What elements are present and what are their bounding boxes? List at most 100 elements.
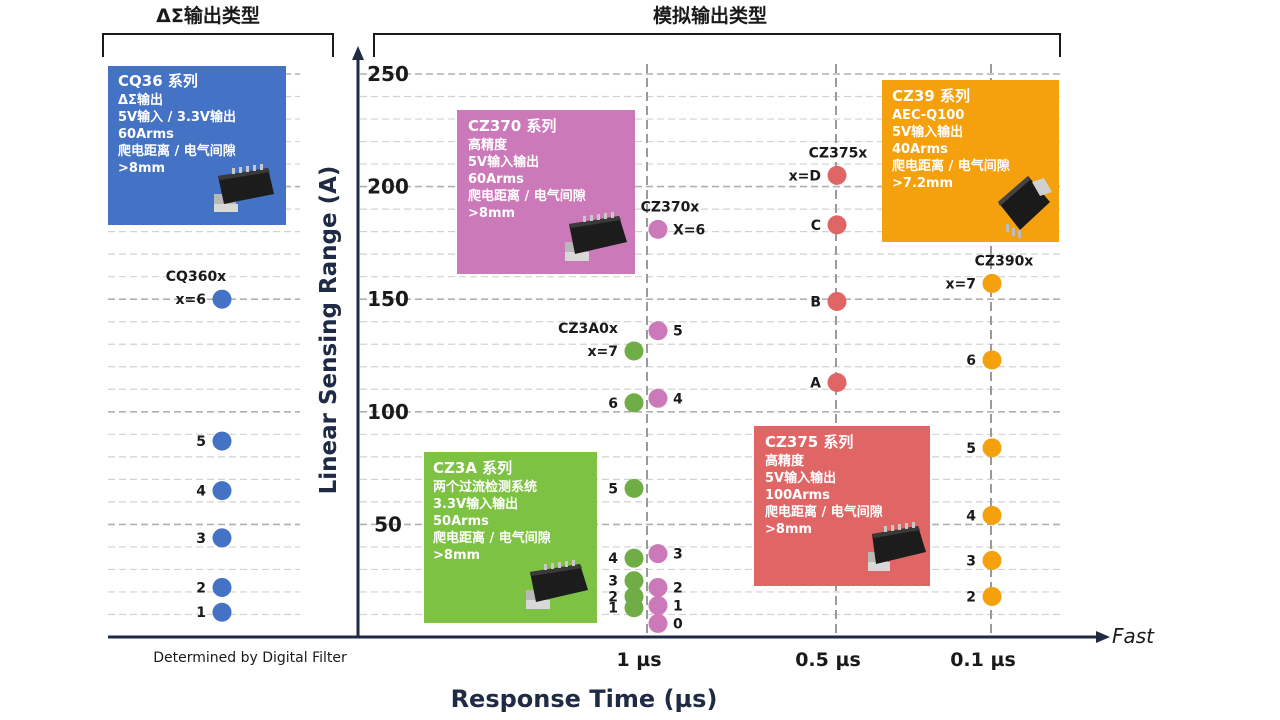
data-point [827,373,847,393]
x-axis-title: Response Time (µs) [451,685,718,713]
delta-sigma-section-label: ΔΣ输出类型 [156,4,260,27]
data-point [827,165,847,185]
chip-icon [526,560,588,609]
y-tick-label: 200 [367,175,409,199]
cz375-series-card: CZ375 系列 高精度 5V输入输出 100Arms 爬电距离 / 电气间隙 … [754,426,930,586]
data-point [212,528,232,548]
data-point [982,586,1002,606]
cz39-line-1: AEC-Q100 [892,108,965,123]
chip-icon [565,212,627,261]
cz375-line-4: 爬电距离 / 电气间隙 [765,505,883,520]
data-point [982,438,1002,458]
data-point [624,393,644,413]
data-point [648,321,668,341]
cq36-line-4: 爬电距离 / 电气间隙 [118,144,236,159]
cz375-title: CZ375 系列 [765,433,854,451]
data-point [624,571,644,591]
point-label: A [810,376,821,392]
point-label: 4 [966,508,976,524]
series-family-label: CZ375x [809,145,868,161]
data-point [648,577,668,597]
point-label: 6 [966,353,976,369]
cz370-line-4: 爬电距离 / 电气间隙 [468,189,586,204]
cz3a-line-3: 50Arms [433,514,489,529]
y-tick-label: 50 [374,512,402,536]
cz39-line-3: 40Arms [892,142,948,157]
x-axis-arrow [1096,631,1110,643]
x-direction-label: Fast [1112,624,1155,648]
data-point [982,550,1002,570]
cz3a-line-2: 3.3V输入输出 [433,497,519,512]
data-point [624,478,644,498]
point-label: X=6 [673,222,705,238]
point-label: 3 [673,547,683,563]
y-tick-label: 250 [367,62,409,86]
cz3a-line-1: 两个过流检测系统 [433,480,538,495]
y-axis-arrow [352,46,364,60]
point-label: 0 [673,616,683,632]
y-tick-label: 100 [367,400,409,424]
point-label: x=7 [587,344,618,360]
x-tick-label: 1 µs [616,649,661,671]
cz375-line-2: 5V输入输出 [765,471,837,486]
cq36-line-5: >8mm [118,161,166,176]
cz39-title: CZ39 系列 [892,87,970,105]
cq36-title: CQ36 系列 [118,72,198,90]
data-point [648,613,668,633]
chip-icon [998,176,1052,238]
x-tick-label: 0.1 µs [950,649,1016,671]
point-label: C [811,218,821,234]
data-point [982,505,1002,525]
point-label: 4 [673,391,683,407]
point-label: 3 [966,553,976,569]
analog-section-label: 模拟输出类型 [653,4,767,27]
data-point [827,291,847,311]
chip-icon [868,522,926,571]
point-label: 3 [608,574,618,590]
point-label: x=6 [175,292,206,308]
series-family-label: CZ3A0x [558,321,618,337]
cq36-line-2: 5V输入 / 3.3V输出 [118,110,236,125]
data-point [648,595,668,615]
cz370-line-5: >8mm [468,206,516,221]
point-label: 5 [196,434,206,450]
data-point [212,289,232,309]
data-point [212,481,232,501]
series-family-label: CZ390x [975,253,1034,269]
data-point [827,215,847,235]
data-point [648,544,668,564]
data-point [212,577,232,597]
cz39-line-4: 爬电距离 / 电气间隙 [892,159,1010,174]
cz375-line-1: 高精度 [765,454,805,469]
cq36-line-3: 60Arms [118,127,174,142]
point-label: 1 [196,605,206,621]
point-label: 2 [608,589,618,605]
data-point [212,431,232,451]
y-axis-title: Linear Sensing Range (A) [316,166,342,495]
point-label: x=D [789,168,821,184]
data-point [624,548,644,568]
cq36-line-1: ΔΣ输出 [118,93,163,108]
x-note-label: Determined by Digital Filter [153,650,347,666]
cz3a-line-5: >8mm [433,548,481,563]
point-label: 5 [673,324,683,340]
cz370-title: CZ370 系列 [468,117,557,135]
point-label: B [810,294,821,310]
data-point [212,602,232,622]
cz370-line-2: 5V输入输出 [468,155,540,170]
data-point [982,273,1002,293]
series-family-label: CZ370x [641,199,700,215]
data-point [982,350,1002,370]
point-label: 6 [608,396,618,412]
point-label: 2 [966,589,976,605]
cz39-line-2: 5V输入输出 [892,125,964,140]
point-label: 1 [608,601,618,617]
point-label: 1 [673,598,683,614]
cz3a-line-4: 爬电距离 / 电气间隙 [433,531,551,546]
point-label: 5 [608,481,618,497]
point-label: 4 [196,484,206,500]
cz39-line-5: >7.2mm [892,176,954,191]
point-label: 2 [673,580,683,596]
cq36-series-card: CQ36 系列 ΔΣ输出 5V输入 / 3.3V输出 60Arms 爬电距离 /… [108,66,286,225]
